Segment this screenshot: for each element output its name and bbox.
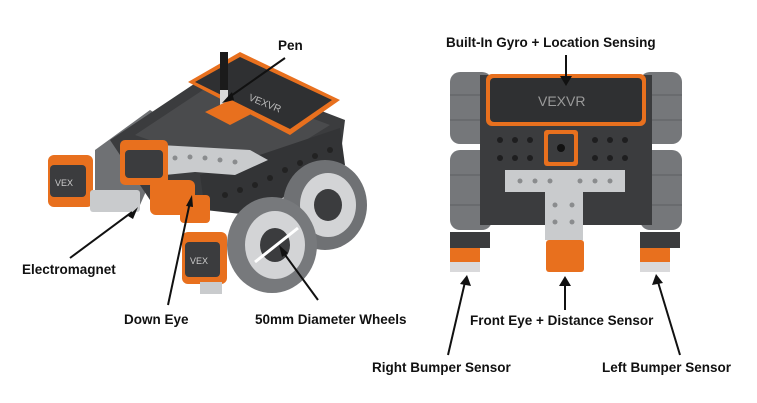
left-bumper-label: Left Bumper Sensor [602, 360, 732, 375]
robot-iso-view: VEXVR VEX VEX [48, 52, 367, 294]
left-callouts [69, 57, 319, 306]
right-callouts [447, 55, 681, 356]
svg-text:VEX: VEX [55, 178, 73, 188]
pen-body [220, 52, 228, 112]
right-bumper-label: Right Bumper Sensor [372, 360, 511, 375]
wheels-label: 50mm Diameter Wheels [255, 312, 407, 327]
robot-top-view: VEXVR [450, 72, 682, 272]
pen-label: Pen [278, 38, 303, 53]
vexvr-logo-top: VEXVR [538, 93, 585, 109]
electromagnet-label: Electromagnet [22, 262, 116, 277]
front-eye-label: Front Eye + Distance Sensor [470, 313, 654, 328]
gyro-label: Built-In Gyro + Location Sensing [446, 35, 656, 50]
svg-text:VEX: VEX [190, 256, 208, 266]
down-eye-label: Down Eye [124, 312, 189, 327]
